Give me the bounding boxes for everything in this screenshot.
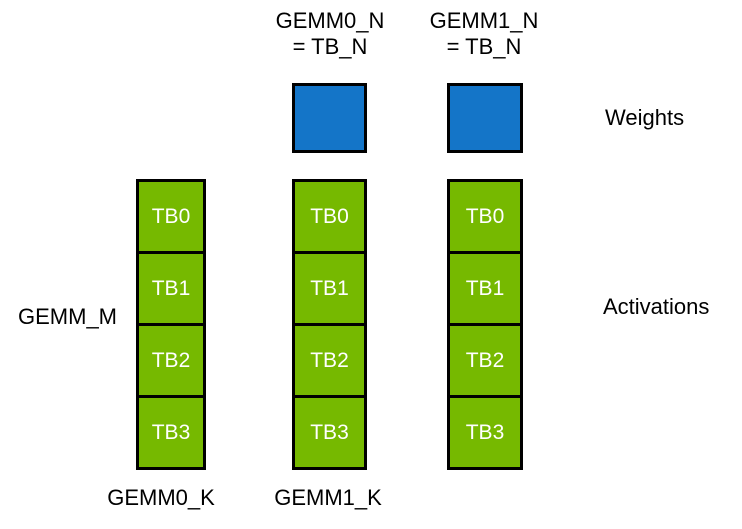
gemm-m-label: GEMM_M — [18, 304, 117, 329]
tb-cell: TB3 — [136, 395, 206, 467]
gemm0-n-header: GEMM0_N = TB_N — [276, 8, 385, 60]
tb-cell: TB0 — [136, 179, 206, 251]
tb-cell: TB2 — [447, 323, 523, 395]
tb-cell: TB0 — [447, 179, 523, 251]
activation-column-gemm1: TB0 TB1 TB2 TB3 — [447, 179, 523, 470]
tb-cell: TB1 — [447, 251, 523, 323]
gemm1-n-header-line1: GEMM1_N — [429, 8, 539, 33]
weights-label: Weights — [605, 105, 685, 130]
tb-cell: TB2 — [292, 323, 367, 395]
tb-cell: TB3 — [292, 395, 367, 467]
gemm1-n-header: GEMM1_N = TB_N — [430, 8, 539, 60]
weight-box-gemm1 — [447, 83, 523, 153]
activations-label: Activations — [603, 294, 710, 319]
activation-column-gemm0: TB0 TB1 TB2 TB3 — [292, 179, 367, 470]
weight-box-gemm0 — [292, 83, 367, 153]
tb-cell: TB0 — [292, 179, 367, 251]
gemm1-k-label: GEMM1_K — [274, 485, 382, 510]
activation-column-left: TB0 TB1 TB2 TB3 — [136, 179, 206, 470]
gemm0-k-label: GEMM0_K — [107, 485, 215, 510]
gemm1-n-header-line2: = TB_N — [446, 34, 522, 59]
gemm0-n-header-line2: = TB_N — [292, 34, 368, 59]
tb-cell: TB3 — [447, 395, 523, 467]
gemm0-n-header-line1: GEMM0_N — [275, 8, 385, 33]
tb-cell: TB2 — [136, 323, 206, 395]
tb-cell: TB1 — [292, 251, 367, 323]
tb-cell: TB1 — [136, 251, 206, 323]
